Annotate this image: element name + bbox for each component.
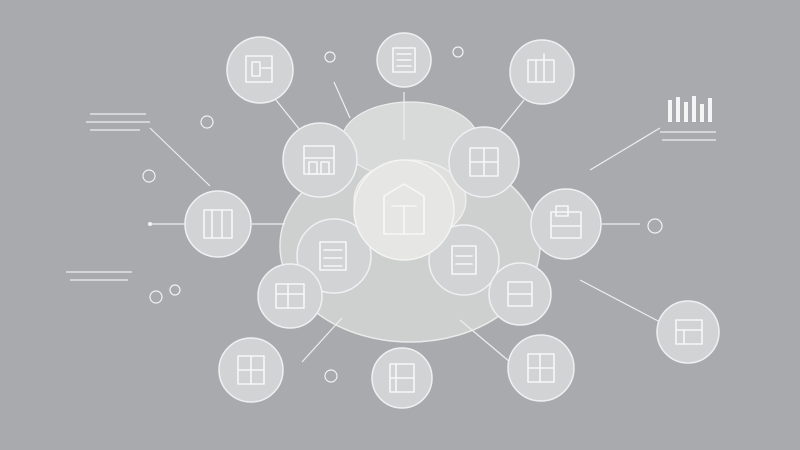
node: [184, 190, 252, 258]
node: [428, 224, 500, 296]
node: [656, 300, 720, 364]
building-icon: [550, 205, 582, 239]
connector: [275, 99, 301, 131]
decorative-glyphs: [142, 46, 663, 383]
node: [257, 263, 323, 329]
chart-icon: [527, 353, 555, 383]
node: [488, 262, 552, 326]
connector: [333, 81, 351, 119]
document-icon: [451, 245, 477, 275]
building-icon: [303, 145, 335, 175]
node: [371, 347, 433, 409]
connector: [459, 319, 511, 363]
connector: [579, 279, 661, 323]
building-icon: [203, 209, 233, 239]
building-icon: [237, 355, 265, 385]
connector: [149, 127, 211, 187]
connector: [589, 127, 661, 171]
chart-icon: [275, 283, 305, 309]
bar-chart-icon: [668, 96, 712, 122]
node: [507, 334, 575, 402]
chart-icon: [245, 55, 273, 83]
document-icon: [319, 241, 347, 271]
node: [296, 218, 372, 294]
node: [376, 32, 432, 88]
box-icon: [527, 53, 555, 83]
node: [226, 36, 294, 104]
building-icon: [389, 363, 415, 393]
connector-lines: [149, 81, 661, 363]
node: [448, 126, 520, 198]
connector: [499, 99, 525, 131]
hub-node: [353, 159, 455, 261]
node: [218, 337, 284, 403]
text-marks: [66, 113, 716, 281]
node: [509, 39, 575, 105]
building-icon: [383, 183, 425, 235]
endpoint-dot: [148, 222, 152, 226]
box-icon: [507, 281, 533, 307]
connector: [301, 317, 343, 363]
building-icon: [469, 147, 499, 177]
box-icon: [675, 319, 703, 345]
node: [282, 122, 358, 198]
node: [530, 188, 602, 260]
document-icon: [392, 47, 416, 73]
